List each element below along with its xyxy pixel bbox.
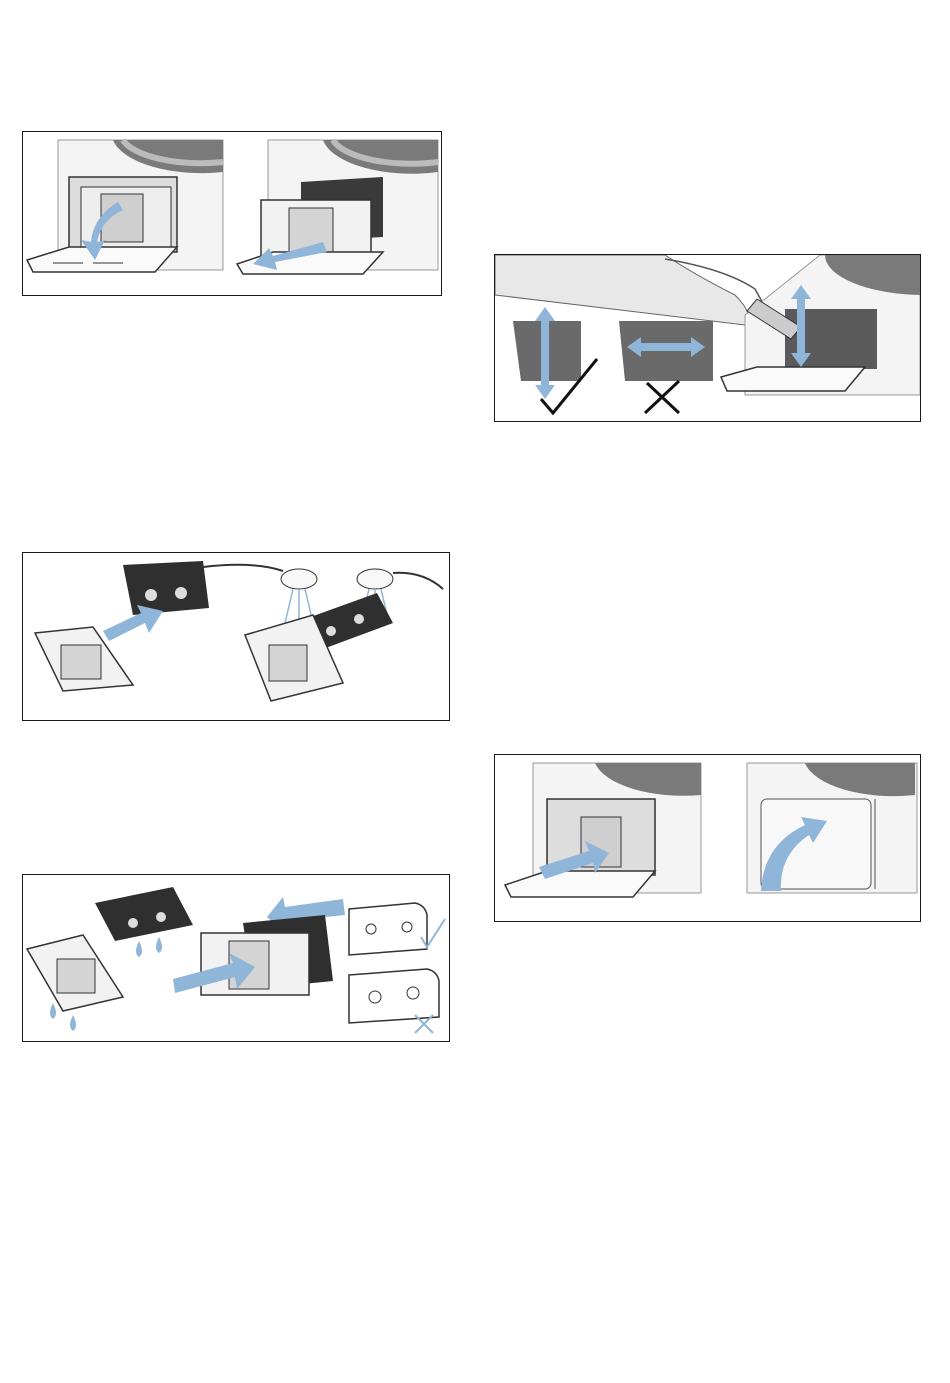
wet-filter-frame	[27, 935, 123, 1011]
machine-front-left	[27, 140, 223, 272]
foam-filter-left	[123, 561, 209, 615]
filter-frame-left	[35, 627, 133, 691]
figure-reinsert-filter-illustration	[23, 875, 449, 1041]
orientation-correct	[349, 903, 445, 955]
tap-hose	[203, 565, 443, 589]
figure-close-flap	[494, 754, 921, 922]
wet-foam-filter	[95, 887, 193, 941]
figure-vacuum-filter-illustration	[495, 255, 920, 421]
figure-vacuum-filter	[494, 254, 921, 422]
figure-rinse-filter	[22, 552, 450, 721]
machine-corner	[721, 255, 920, 395]
orientation-wrong	[349, 969, 439, 1033]
filter-vertical-ok	[513, 307, 597, 413]
figure-rinse-filter-illustration	[23, 553, 449, 720]
machine-front-left	[505, 763, 701, 897]
figure-open-flap-illustration	[23, 132, 441, 295]
assembled-filter	[201, 915, 333, 995]
cross-mark-icon	[645, 381, 679, 413]
figure-reinsert-filter	[22, 874, 450, 1042]
filter-horizontal-wrong	[619, 321, 713, 413]
figure-close-flap-illustration	[495, 755, 920, 921]
figure-open-flap	[22, 131, 442, 296]
